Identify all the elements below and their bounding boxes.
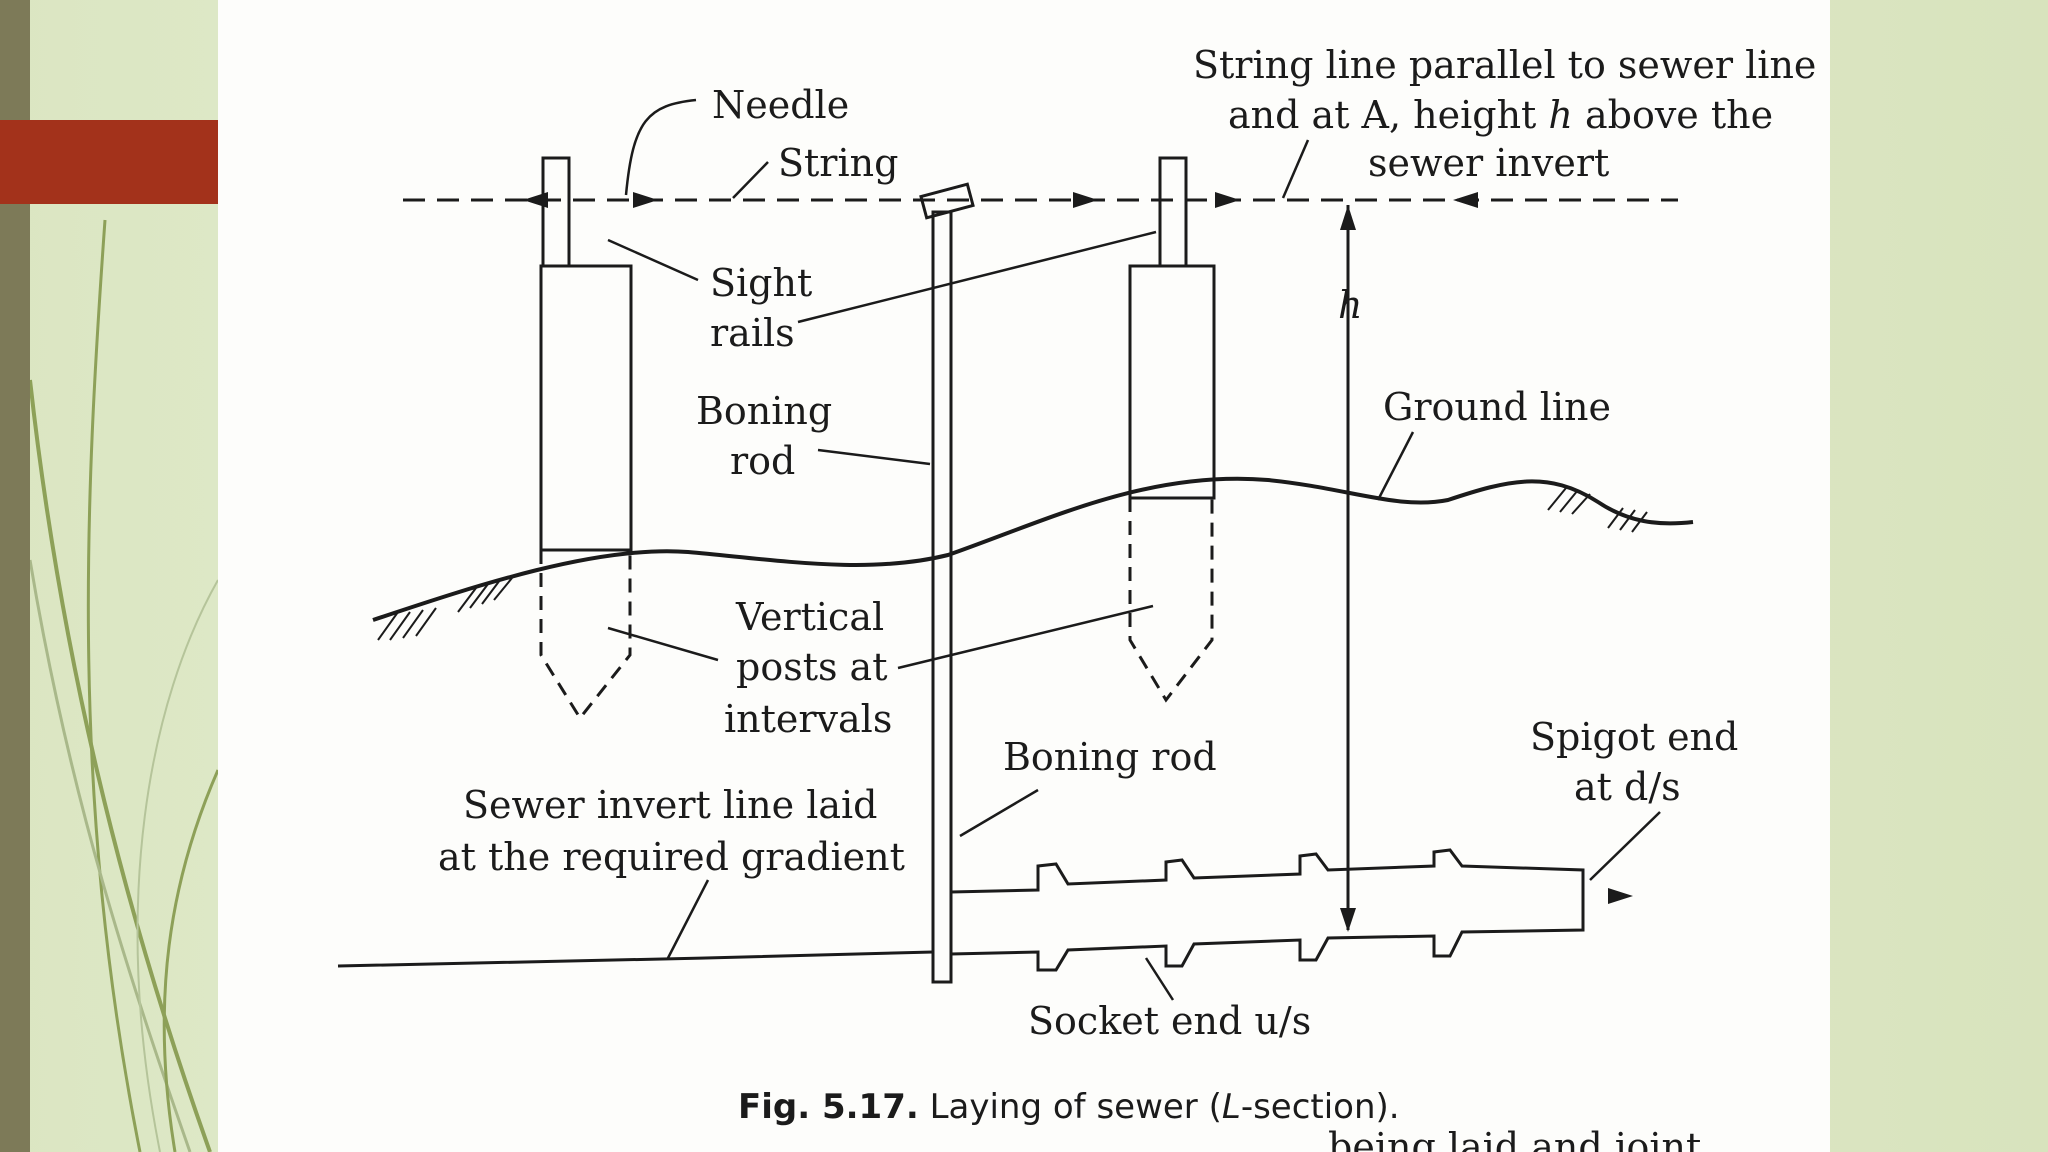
ground-line (372, 476, 1694, 622)
label-rod: rod (730, 439, 795, 483)
label-intervals: intervals (724, 697, 892, 741)
invert-line (337, 950, 934, 968)
label-sewer-invert-1: Sewer invert line laid (463, 783, 878, 827)
right-buried-post (1128, 498, 1214, 703)
label-at-ds: at d/s (1574, 765, 1681, 809)
right-needle-post (1158, 156, 1188, 268)
sewer-diagram: Needle String String line parallel to se… (337, 43, 1816, 1152)
label-boning: Boning (696, 389, 832, 433)
label-posts-at: posts at (736, 645, 887, 689)
left-buried-post (539, 550, 632, 721)
label-sight: Sight (710, 261, 812, 305)
label-h: h (1338, 283, 1362, 327)
sewer-diagram-figure: Needle String String line parallel to se… (218, 0, 1830, 1152)
label-sewer-invert-2: at the required gradient (438, 835, 905, 879)
cut-off-text: being laid and joint (1328, 1125, 1701, 1152)
pipe-segments (950, 848, 1585, 972)
label-rails: rails (710, 311, 795, 355)
label-ground-line: Ground line (1383, 385, 1611, 429)
ground-hatch (377, 487, 1648, 641)
decorative-curves (28, 219, 220, 1152)
label-spigot-end: Spigot end (1530, 715, 1738, 759)
figure-caption: Fig. 5.17. Laying of sewer (L-section). (738, 1087, 1400, 1127)
label-boning-rod-lower: Boning rod (1003, 735, 1217, 779)
label-string-line-1: String line parallel to sewer line (1193, 43, 1816, 87)
left-sight-rail (539, 264, 633, 552)
label-socket-end: Socket end u/s (1028, 999, 1311, 1043)
label-needle: Needle (712, 83, 849, 127)
label-string-line-3: sewer invert (1368, 141, 1609, 185)
right-sight-rail (1128, 264, 1216, 500)
label-vertical: Vertical (735, 595, 884, 639)
label-string: String (778, 141, 898, 185)
label-string-line-2: and at A, height h above the (1228, 93, 1773, 137)
red-title-tab (0, 120, 218, 204)
boning-rod (931, 210, 953, 984)
boning-rod-cap (919, 182, 975, 220)
arrowheads (523, 192, 1633, 932)
leader-lines (607, 98, 1661, 1001)
left-needle-post (541, 156, 571, 268)
